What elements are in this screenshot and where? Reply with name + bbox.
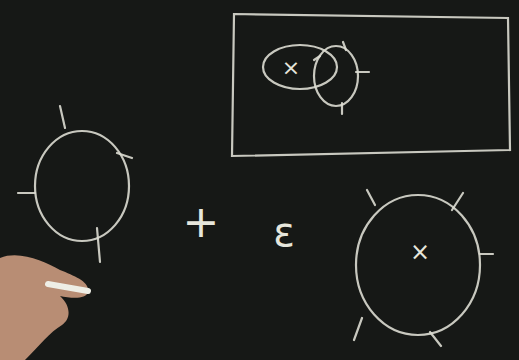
cross-mark: × <box>410 240 430 264</box>
hand <box>0 255 88 360</box>
framed-inset <box>232 14 510 156</box>
loop-circle <box>35 131 129 241</box>
loop-ticks <box>18 106 132 262</box>
inset-ticks <box>314 42 369 114</box>
loop-ticks <box>354 190 493 346</box>
cross-mark: × <box>282 57 300 79</box>
plus-sign: + <box>183 200 220 244</box>
right-loop <box>354 190 493 346</box>
left-loop <box>18 106 132 262</box>
inset-ellipse <box>263 45 337 89</box>
inset-frame <box>232 14 510 156</box>
epsilon-symbol: ε <box>273 212 295 252</box>
chalk-stick <box>48 284 88 291</box>
hand-shape <box>0 255 88 360</box>
inset-circle <box>314 46 358 106</box>
loop-circle <box>356 195 480 335</box>
